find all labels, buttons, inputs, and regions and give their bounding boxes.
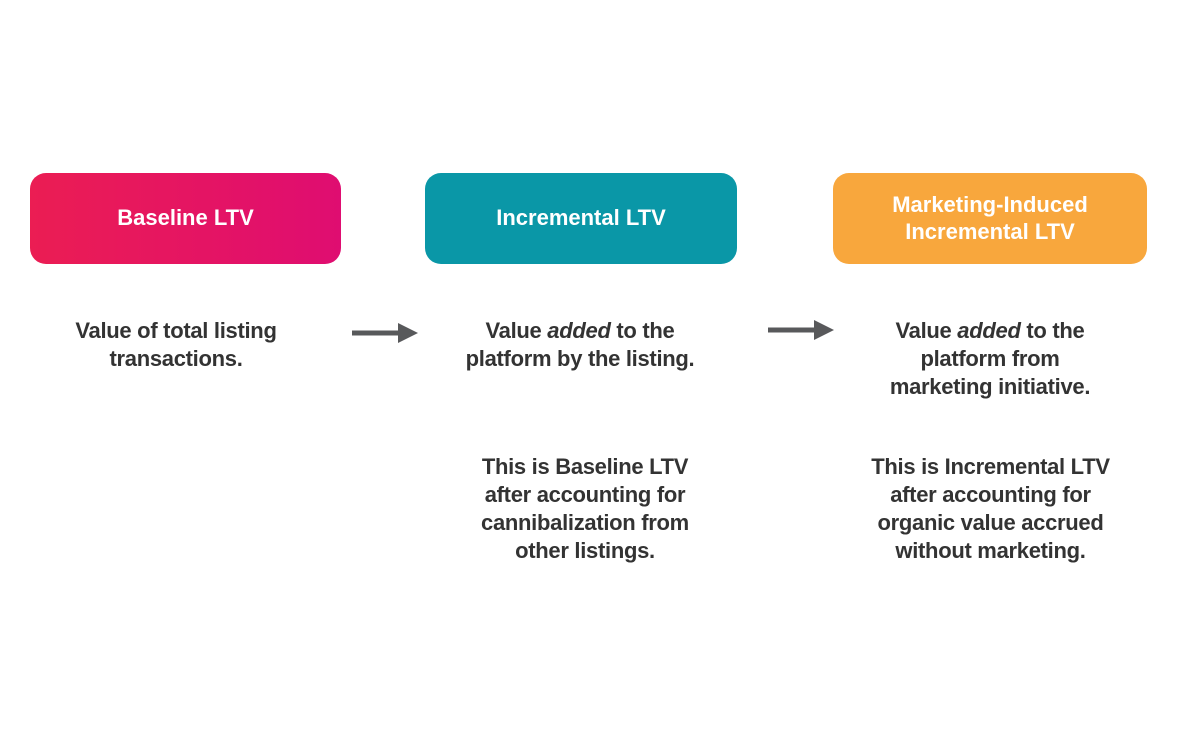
arrow-right-icon: [352, 323, 418, 343]
box-baseline-ltv-label: Baseline LTV: [117, 205, 254, 231]
box-baseline-ltv: Baseline LTV: [30, 173, 341, 264]
arrow-head: [814, 320, 834, 340]
box-incremental-ltv: Incremental LTV: [425, 173, 737, 264]
arrow-shaft: [768, 327, 815, 333]
arrow-shaft: [352, 330, 399, 336]
arrow-head: [398, 323, 418, 343]
arrow-right-icon: [768, 320, 834, 340]
box-marketing-induced-incremental-ltv-label: Marketing-Induced Incremental LTV: [892, 192, 1088, 244]
box-incremental-ltv-label: Incremental LTV: [496, 205, 666, 231]
box-marketing-induced-incremental-ltv: Marketing-Induced Incremental LTV: [833, 173, 1147, 264]
